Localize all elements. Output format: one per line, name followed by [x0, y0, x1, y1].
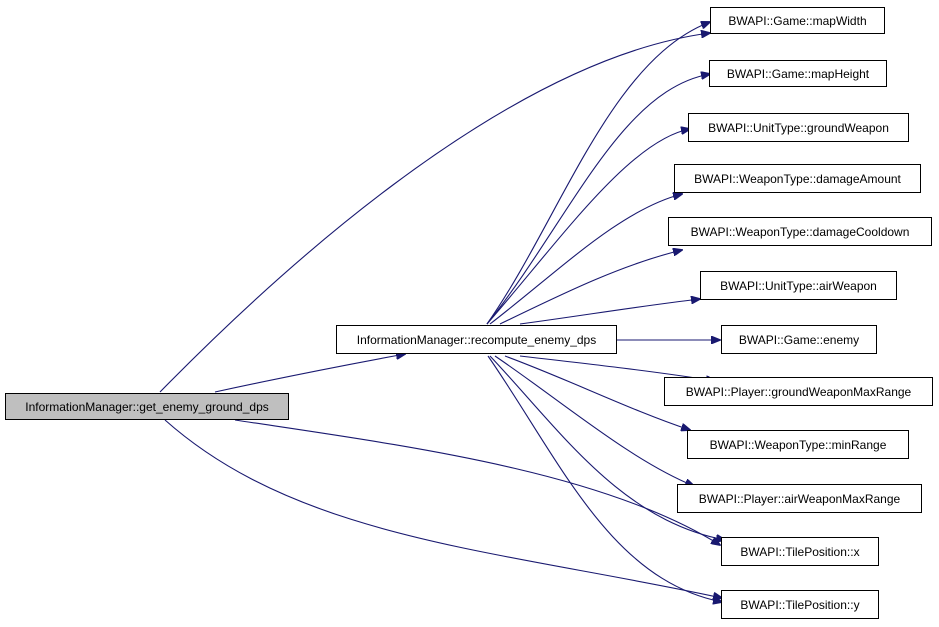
- edge-recompute-to-air-weapon-max-range: [494, 355, 694, 486]
- node-tile-position-y[interactable]: BWAPI::TilePosition::y: [721, 590, 879, 619]
- edge-recompute-to-air-weapon: [519, 299, 700, 325]
- node-air-weapon[interactable]: BWAPI::UnitType::airWeapon: [700, 271, 897, 300]
- node-air-weapon-max-range[interactable]: BWAPI::Player::airWeaponMaxRange: [677, 484, 922, 513]
- edge-root-to-map-width: [159, 33, 710, 393]
- edge-root-to-recompute: [214, 354, 405, 393]
- edge-root-to-tile-y: [164, 419, 722, 598]
- node-damage-amount[interactable]: BWAPI::WeaponType::damageAmount: [674, 164, 921, 193]
- node-damage-cooldown[interactable]: BWAPI::WeaponType::damageCooldown: [668, 217, 932, 246]
- node-ground-weapon-max-range[interactable]: BWAPI::Player::groundWeaponMaxRange: [664, 377, 933, 406]
- node-map-width[interactable]: BWAPI::Game::mapWidth: [710, 7, 885, 34]
- edge-root-to-tile-x: [234, 419, 720, 545]
- node-tile-position-x[interactable]: BWAPI::TilePosition::x: [721, 537, 879, 566]
- edge-recompute-to-ground-weapon: [486, 129, 690, 325]
- node-get-enemy-ground-dps[interactable]: InformationManager::get_enemy_ground_dps: [5, 393, 289, 420]
- edge-recompute-to-min-range: [504, 355, 690, 430]
- node-map-height[interactable]: BWAPI::Game::mapHeight: [709, 60, 887, 87]
- edge-recompute-to-damage-amount: [489, 194, 682, 325]
- node-min-range[interactable]: BWAPI::WeaponType::minRange: [687, 430, 909, 459]
- node-ground-weapon[interactable]: BWAPI::UnitType::groundWeapon: [688, 113, 909, 142]
- edge-recompute-to-damage-cooldown: [499, 250, 682, 325]
- node-recompute-enemy-dps[interactable]: InformationManager::recompute_enemy_dps: [336, 325, 617, 354]
- node-game-enemy[interactable]: BWAPI::Game::enemy: [721, 325, 877, 354]
- edge-recompute-to-tile-y: [487, 355, 722, 602]
- edge-recompute-to-map-width: [486, 22, 710, 325]
- edge-recompute-to-tile-x: [489, 355, 725, 540]
- edge-recompute-to-map-height: [486, 74, 710, 325]
